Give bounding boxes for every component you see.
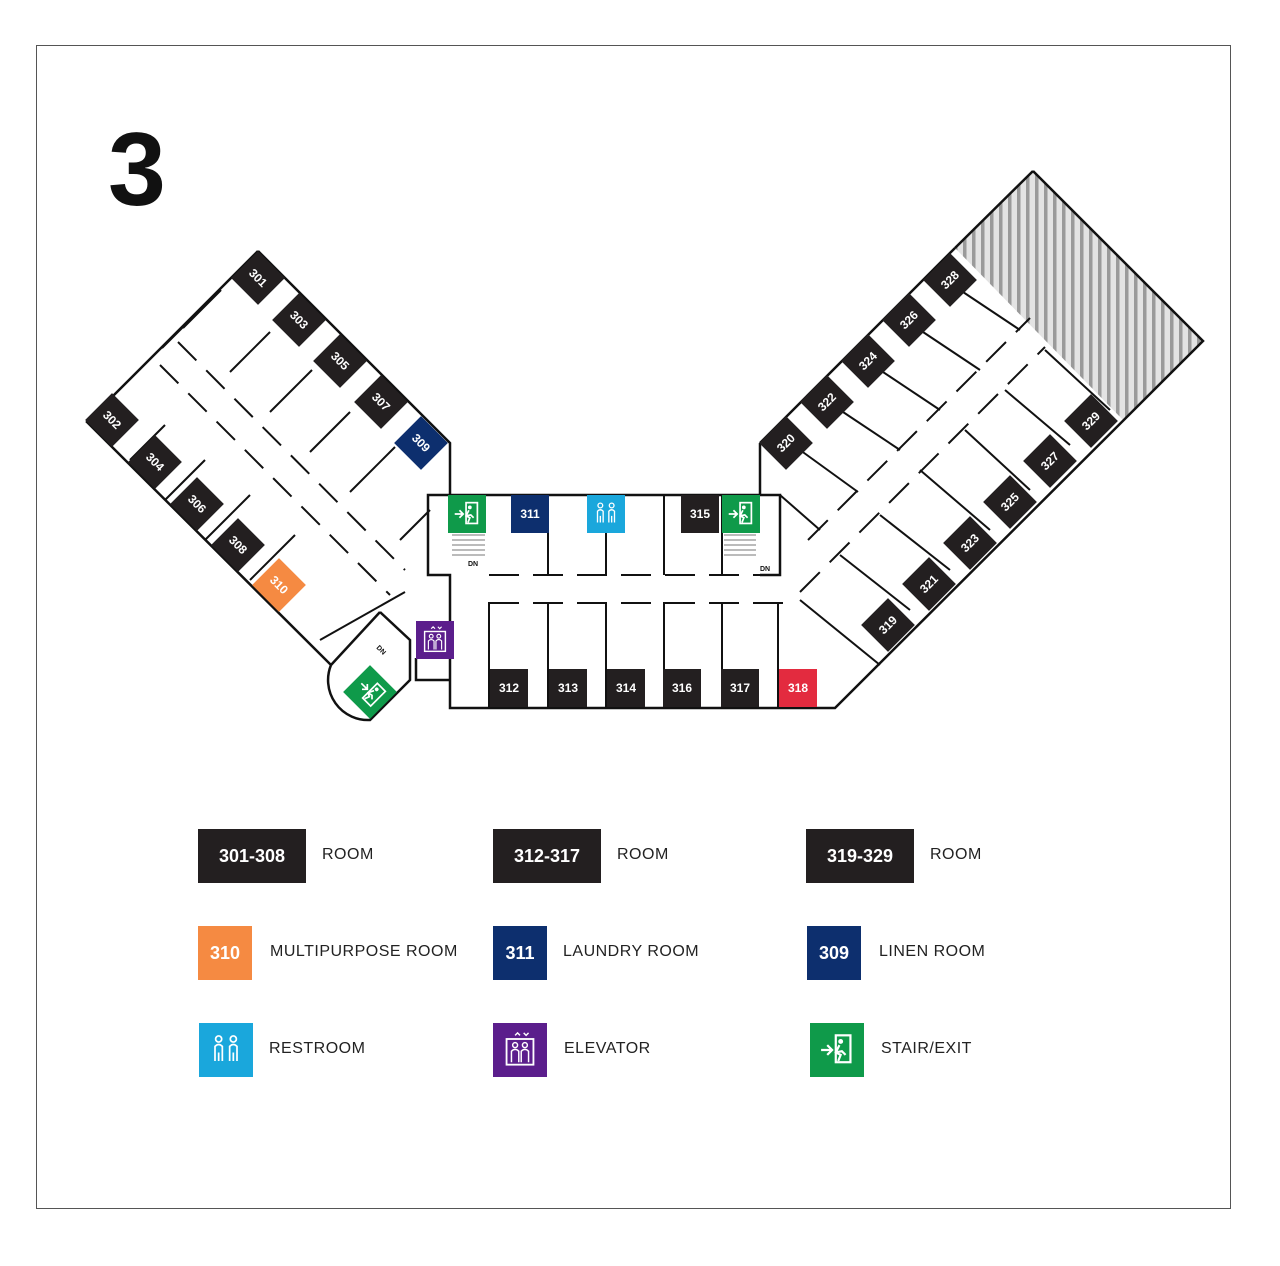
room-tag-bg xyxy=(490,669,528,707)
legend-swatch-label: 301-308 xyxy=(218,845,286,866)
room-tag-327[interactable]: 327 xyxy=(1023,434,1077,488)
stair-dn-label: DN xyxy=(375,644,387,656)
legend-label: ELEVATOR xyxy=(564,1040,651,1057)
legend-label: ROOM xyxy=(930,846,982,863)
room-tag-312[interactable]: 312 xyxy=(490,669,528,707)
stair-dn-label: DN xyxy=(760,566,770,573)
legend-swatch-label: 319-329 xyxy=(826,845,894,866)
room-tag-bg xyxy=(681,495,719,533)
room-number: 311 xyxy=(520,507,540,521)
room-tag-318[interactable]: 318 xyxy=(779,669,817,707)
room-number: 316 xyxy=(672,681,692,695)
room-number: 317 xyxy=(730,681,750,695)
room-tag-303[interactable]: 303 xyxy=(272,293,326,347)
room-tag-bg xyxy=(313,334,367,388)
room-tag-bg xyxy=(231,251,285,305)
stair-exit-marker[interactable] xyxy=(343,665,397,719)
room-tag-bg xyxy=(272,293,326,347)
legend-swatch xyxy=(493,1023,547,1077)
legend-label: ROOM xyxy=(322,846,374,863)
room-tag-bg xyxy=(549,669,587,707)
stair-exit-marker[interactable] xyxy=(722,495,760,533)
room-number: 314 xyxy=(616,681,636,695)
elevator-marker[interactable] xyxy=(416,621,454,659)
legend-swatch xyxy=(199,1023,253,1077)
legend-swatch: 309 xyxy=(807,926,861,980)
stair-dn-label: DN xyxy=(468,561,478,568)
room-number: 312 xyxy=(499,681,519,695)
restroom-icon xyxy=(214,1035,238,1062)
room-tag-bg xyxy=(779,669,817,707)
room-tag-301[interactable]: 301 xyxy=(231,251,285,305)
legend-label: STAIR/EXIT xyxy=(881,1040,972,1057)
room-tag-320[interactable]: 320 xyxy=(759,416,813,470)
legend-label: MULTIPURPOSE ROOM xyxy=(270,943,458,960)
floor-plan: DN DN DN 3013023033043053063073083093103… xyxy=(85,170,1205,722)
stair-exit-marker[interactable] xyxy=(448,495,486,533)
legend-swatch: 301-308 xyxy=(198,829,306,883)
walls xyxy=(85,170,1205,722)
room-number: 318 xyxy=(788,681,808,695)
legend-swatch: 310 xyxy=(198,926,252,980)
room-tag-322[interactable]: 322 xyxy=(800,375,854,429)
room-tag-bg xyxy=(721,669,759,707)
room-tag-304[interactable]: 304 xyxy=(128,435,182,489)
room-tag-317[interactable]: 317 xyxy=(721,669,759,707)
room-tag-305[interactable]: 305 xyxy=(313,334,367,388)
room-tag-316[interactable]: 316 xyxy=(663,669,701,707)
room-tag-315[interactable]: 315 xyxy=(681,495,719,533)
elevator-icon xyxy=(505,1031,535,1066)
room-tag-311[interactable]: 311 xyxy=(511,495,549,533)
legend-swatch-label: 312-317 xyxy=(513,845,581,866)
legend-label: ROOM xyxy=(617,846,669,863)
room-tag-325[interactable]: 325 xyxy=(983,475,1037,529)
room-tag-bg xyxy=(85,393,139,447)
right-wing-partitions xyxy=(779,289,1111,666)
room-tag-306[interactable]: 306 xyxy=(170,477,224,531)
room-tag-309[interactable]: 309 xyxy=(394,416,448,470)
room-number: 313 xyxy=(558,681,578,695)
map-frame xyxy=(36,45,1231,1209)
legend-swatch-label: 311 xyxy=(505,942,535,963)
legend-swatch-label: 309 xyxy=(818,942,850,963)
unused-area xyxy=(955,171,1203,421)
room-tag-326[interactable]: 326 xyxy=(882,293,936,347)
legend-swatch-label: 310 xyxy=(209,942,241,963)
room-tag-bg xyxy=(128,435,182,489)
room-tag-302[interactable]: 302 xyxy=(85,393,139,447)
left-wing-partitions xyxy=(129,289,431,641)
legend-swatch: 319-329 xyxy=(806,829,914,883)
exit-icon xyxy=(820,1034,852,1064)
room-tag-307[interactable]: 307 xyxy=(354,375,408,429)
legend-label: LINEN ROOM xyxy=(879,943,986,960)
room-tag-bg xyxy=(511,495,549,533)
room-tag-310[interactable]: 310 xyxy=(252,558,306,612)
legend-label: RESTROOM xyxy=(269,1040,366,1057)
room-tag-bg xyxy=(663,669,701,707)
legend-swatch: 312-317 xyxy=(493,829,601,883)
room-number: 315 xyxy=(690,507,710,521)
room-tag-bg xyxy=(607,669,645,707)
room-tag-bg xyxy=(354,375,408,429)
room-tag-324[interactable]: 324 xyxy=(841,334,895,388)
room-tag-319[interactable]: 319 xyxy=(861,598,915,652)
room-tag-321[interactable]: 321 xyxy=(902,557,956,611)
room-tag-314[interactable]: 314 xyxy=(607,669,645,707)
room-tag-bg xyxy=(394,416,448,470)
restroom-marker[interactable] xyxy=(587,495,625,533)
room-tag-323[interactable]: 323 xyxy=(943,516,997,570)
room-tag-313[interactable]: 313 xyxy=(549,669,587,707)
floor-number: 3 xyxy=(108,112,166,228)
legend-swatch: 311 xyxy=(493,926,547,980)
legend-swatch xyxy=(810,1023,864,1077)
legend-label: LAUNDRY ROOM xyxy=(563,943,700,960)
